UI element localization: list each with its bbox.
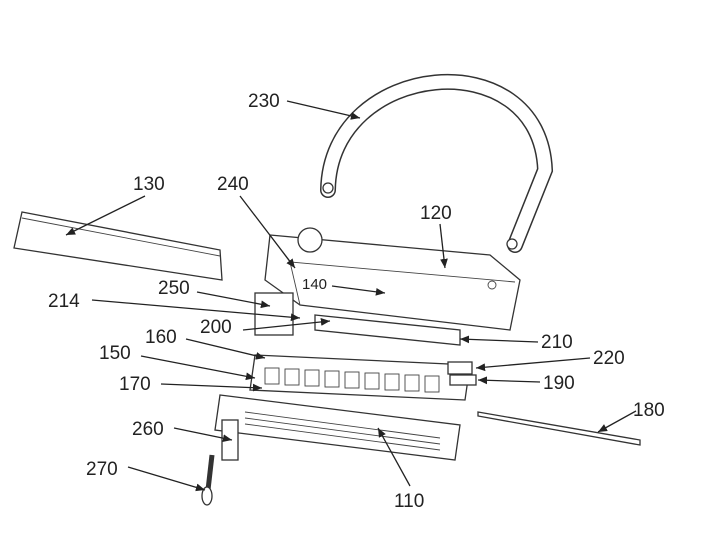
label-270: 270 (86, 459, 118, 480)
part-130-cover-plate (13, 211, 223, 281)
part-110-base (214, 394, 461, 461)
label-240: 240 (217, 174, 249, 195)
label-220: 220 (593, 348, 625, 369)
label-120: 120 (420, 203, 452, 224)
label-190: 190 (543, 373, 575, 394)
label-140: 140 (302, 276, 327, 293)
label-250: 250 (158, 278, 190, 299)
part-230-arched-tube (320, 73, 554, 253)
label-170: 170 (119, 374, 151, 395)
label-110: 110 (394, 491, 424, 512)
reference-labels: 230 130 240 120 140 250 214 200 160 150 … (48, 91, 665, 512)
label-260: 260 (132, 419, 164, 440)
label-210: 210 (541, 332, 573, 353)
part-200-bracket (314, 314, 461, 346)
part-180-rod (477, 411, 641, 446)
label-180: 180 (633, 400, 665, 421)
label-214: 214 (48, 291, 80, 312)
label-130: 130 (133, 174, 165, 195)
label-200: 200 (200, 317, 232, 338)
leader-lines (65, 100, 637, 492)
label-230: 230 (248, 91, 280, 112)
label-160: 160 (145, 327, 177, 348)
part-270-key (201, 454, 215, 506)
part-150-terminal-board (249, 354, 477, 401)
label-150: 150 (99, 343, 131, 364)
